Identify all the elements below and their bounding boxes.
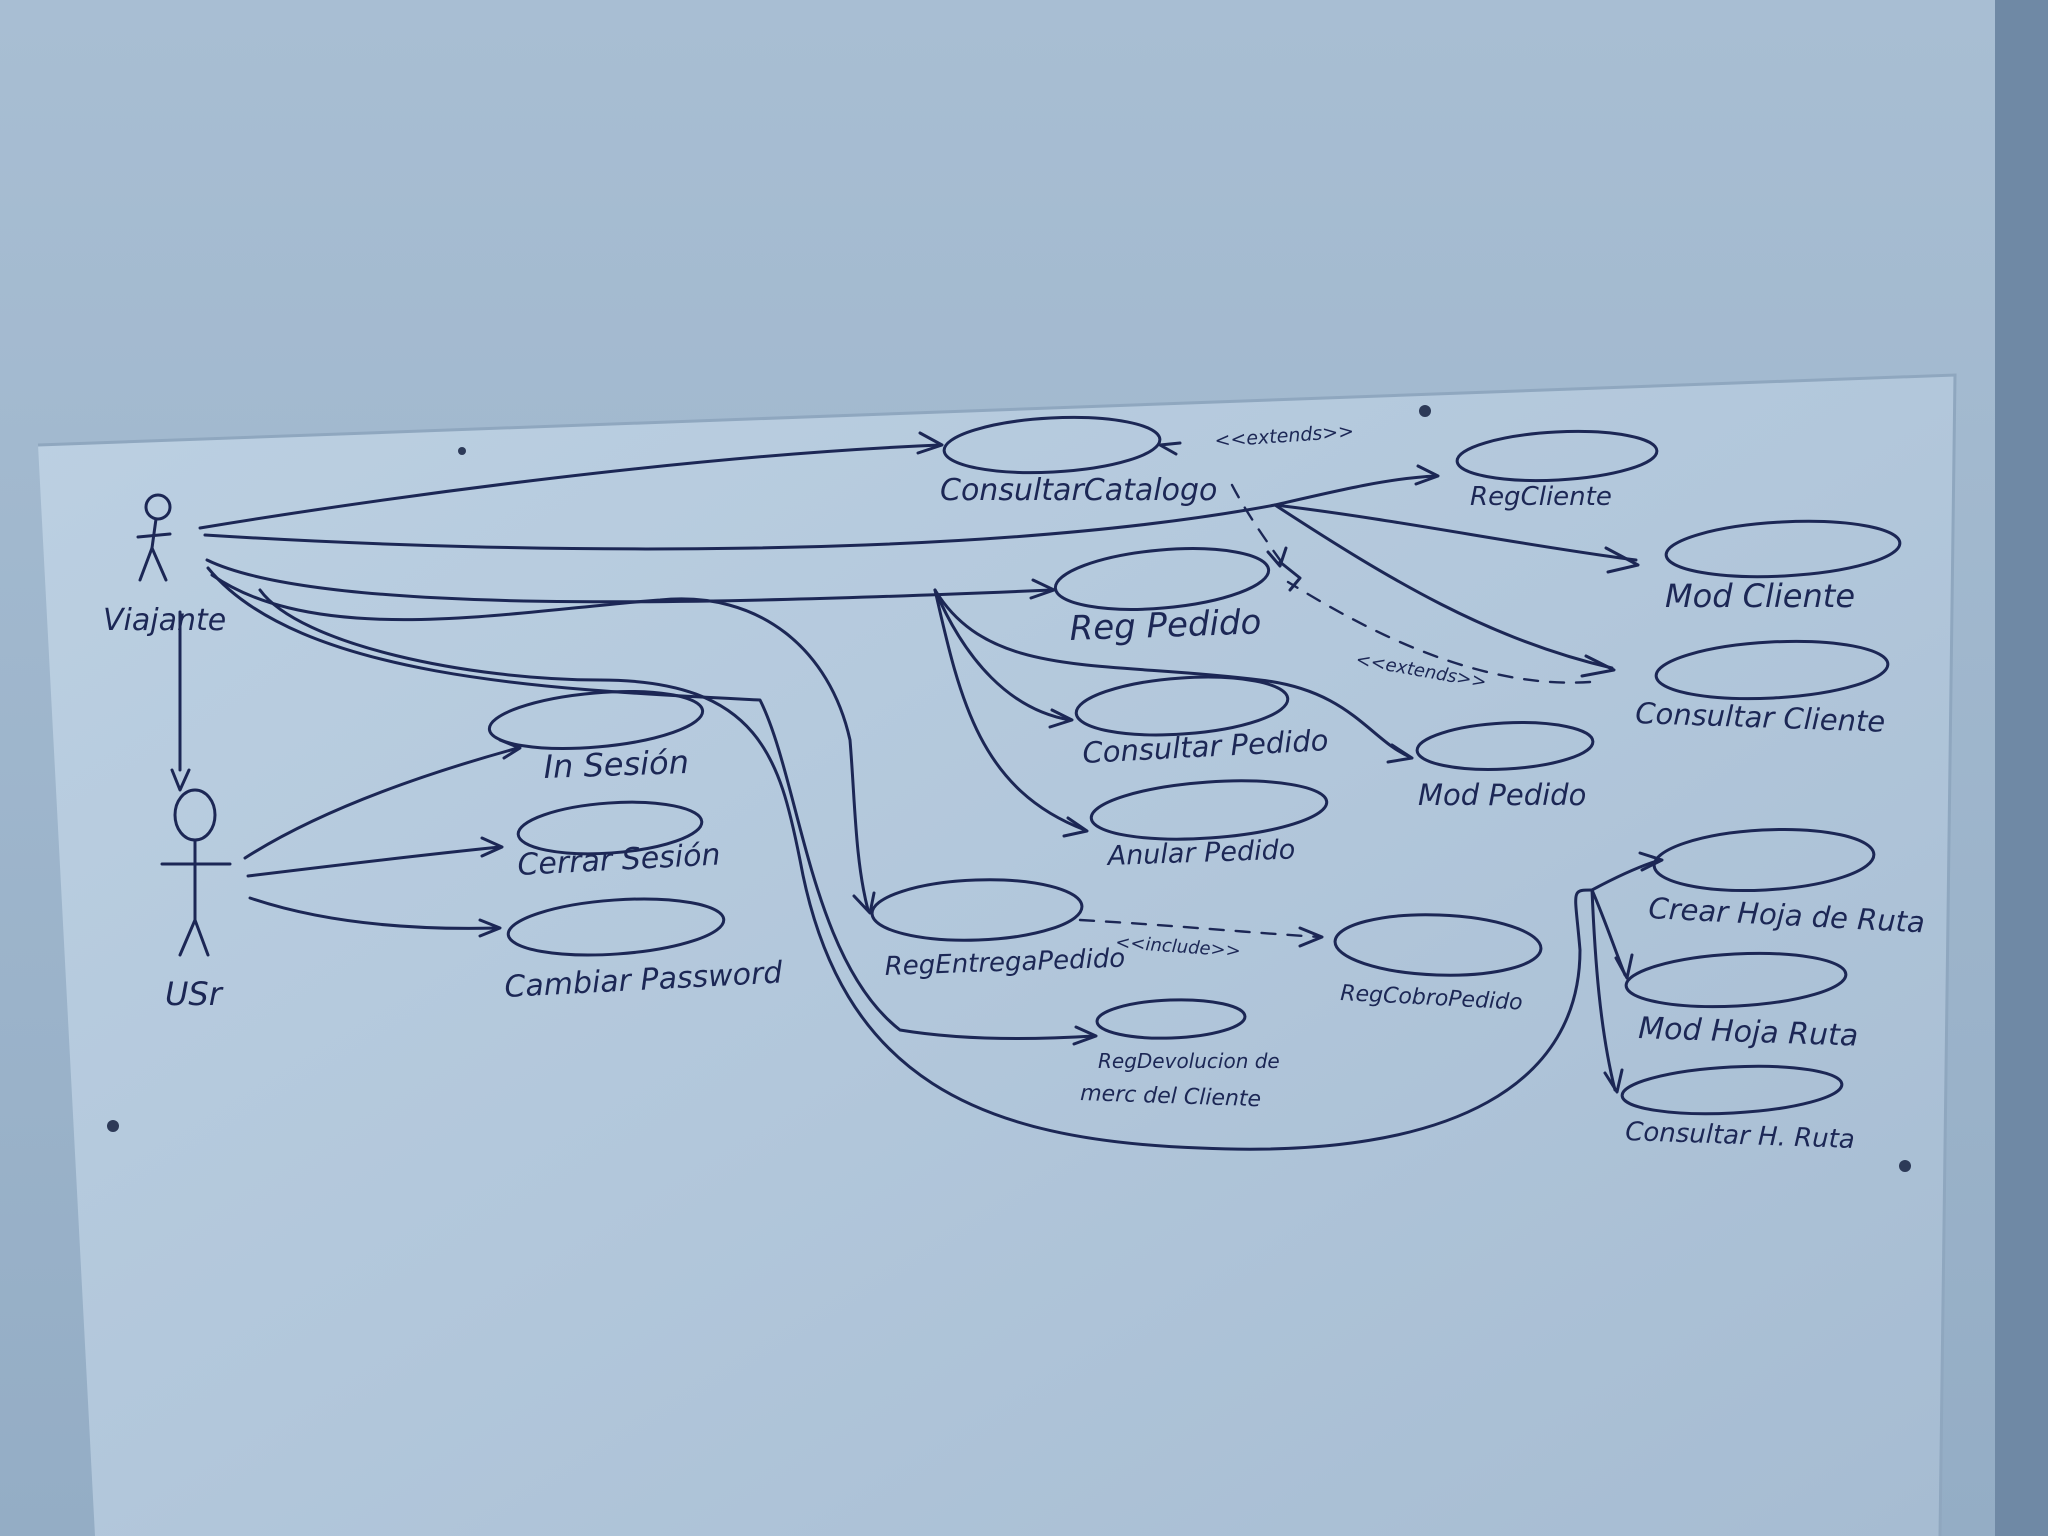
whiteboard: [38, 375, 1955, 1536]
pin-dot: [1899, 1160, 1911, 1172]
association-lines: [198, 431, 1664, 1151]
actor-viajante: [136, 493, 172, 582]
use-case-label-anular-pedido: Anular Pedido: [1105, 834, 1296, 872]
actor-label-usr: USr: [165, 975, 224, 1013]
use-case-label-mod-pedido: Mod Pedido: [1418, 778, 1586, 812]
use-case-label-mod-cliente: Mod Cliente: [1665, 577, 1855, 615]
use-case-label-reg-devolucion-line1: RegDevolucion de: [1098, 1049, 1280, 1073]
stereotype-relations: [1078, 483, 1592, 939]
use-case-label-consultar-catalogo: ConsultarCatalogo: [940, 473, 1217, 508]
whiteboard-edge: [37, 373, 1957, 1536]
wall-edge: [1995, 0, 2048, 1536]
pin-dot: [458, 447, 466, 455]
use-case-label-reg-pedido: Reg Pedido: [1069, 602, 1262, 649]
pin-dot: [1419, 405, 1431, 417]
use-case-label-mod-hoja-ruta: Mod Hoja Ruta: [1638, 1011, 1859, 1054]
actor-label-viajante: Viajante: [103, 603, 226, 638]
actor-usr: [160, 610, 232, 957]
use-case-label-reg-cliente: RegCliente: [1470, 482, 1612, 512]
use-case-ellipses: [487, 415, 1902, 1116]
stereotype-arrowheads: [1158, 441, 1324, 948]
use-case-label-in-sesion: In Sesión: [543, 743, 690, 786]
pin-dot: [107, 1120, 119, 1132]
